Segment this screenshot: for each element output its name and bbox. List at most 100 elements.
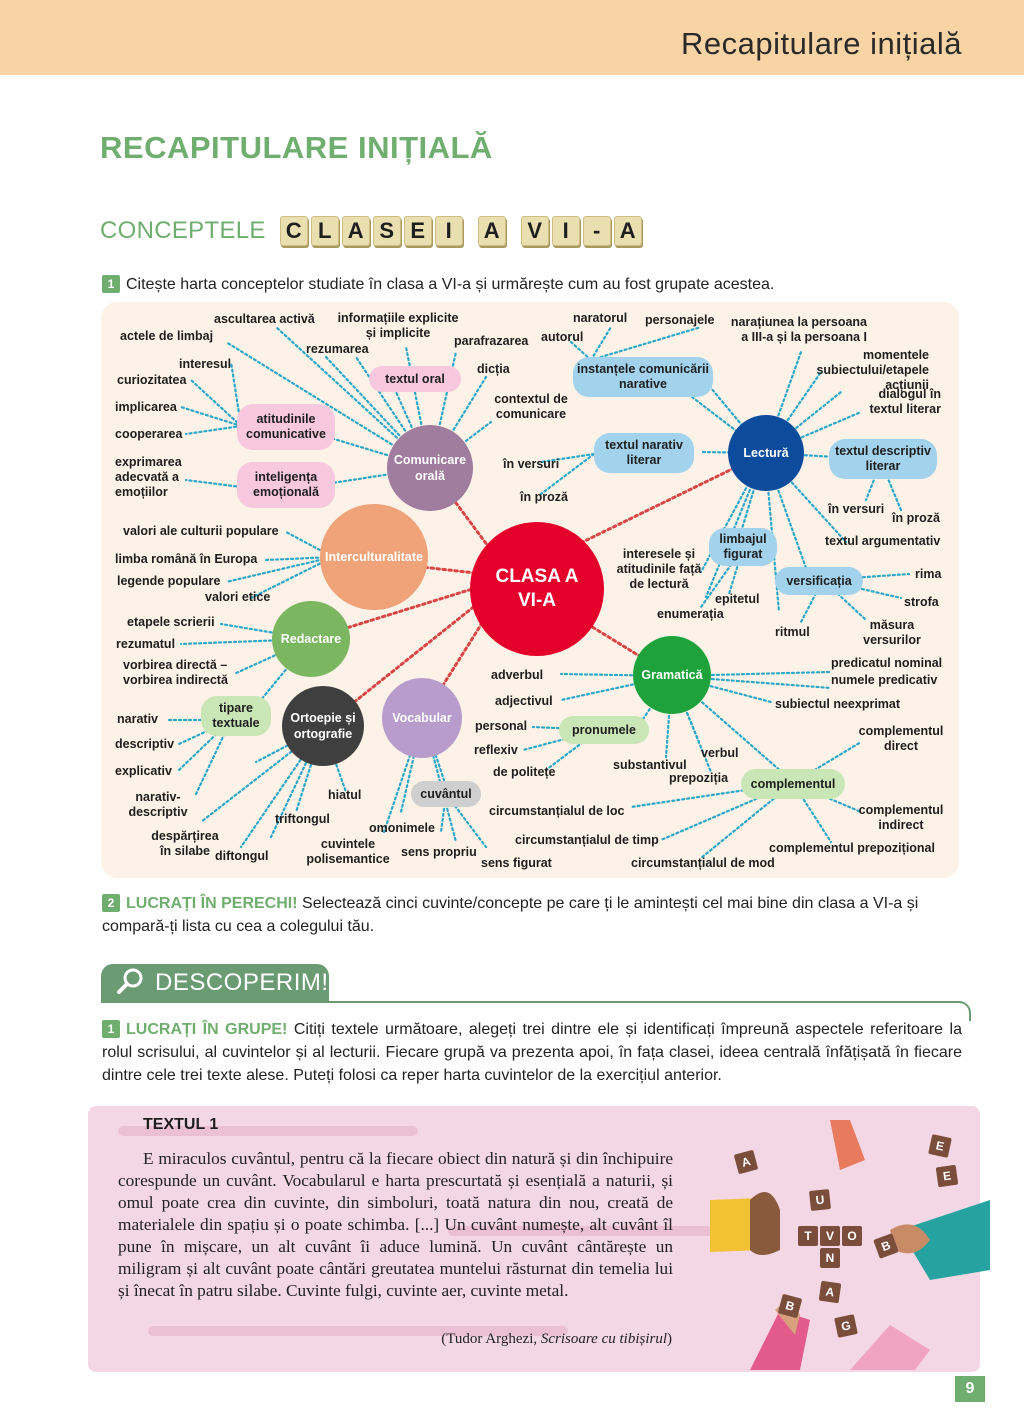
map-label: adverbul (491, 668, 544, 682)
hub-comunicare-orala: Comunicare orală (387, 425, 473, 511)
map-label: textul argumentativ (825, 534, 941, 548)
center-node: CLASA A VI-A (470, 522, 604, 656)
map-label: subiectul neexprimat (775, 697, 901, 711)
descoperim-label: DESCOPERIM! (155, 969, 329, 996)
map-label: enumerația (657, 607, 724, 621)
map-label: în versuri (828, 502, 885, 516)
map-label: valori ale culturii populare (123, 524, 279, 538)
pill-complementul: complementul (741, 769, 845, 799)
map-label: implicarea (115, 400, 177, 414)
hands-letters-illustration: A E E U T V O B N A G B (700, 1120, 990, 1370)
text1-body: E miraculos cuvântul, pentru că la fieca… (118, 1149, 673, 1300)
pill-pronumele: pronumele (559, 716, 649, 744)
letter-tile: S (372, 216, 401, 246)
map-label: circumstanțialul de timp (515, 833, 659, 847)
map-label: sens propriu (401, 845, 477, 859)
map-label: personajele (645, 313, 715, 327)
letter-tile: - (582, 216, 611, 246)
subheading-word: CONCEPTELE (100, 217, 266, 244)
map-label: limba română în Europa (115, 552, 258, 566)
map-label: dicția (477, 362, 510, 376)
hub-lectura: Lectură (728, 415, 804, 491)
map-label: interesele și atitudinile față de lectur… (616, 547, 702, 591)
hub-vocabular: Vocabular (382, 678, 462, 758)
map-label: descriptiv (115, 737, 175, 751)
letter-tile: A (818, 1280, 842, 1304)
pill-textul-narativ: textul narativ literar (594, 433, 694, 473)
letter-tiles: C L A S E I A V I - A (279, 216, 645, 246)
letter-tile: V (520, 216, 549, 246)
letter-tile: T (798, 1226, 818, 1246)
letter-tile: C (279, 216, 308, 246)
map-label: epitetul (715, 592, 760, 606)
hub-ortoepie: Ortoepie și ortografie (282, 686, 364, 766)
map-label: măsura versurilor (863, 618, 921, 647)
letter-tile: N (820, 1248, 840, 1268)
map-label: în proză (892, 511, 940, 525)
hub-redactare: Redactare (272, 601, 350, 677)
descoperim-rule (101, 1001, 971, 1021)
map-label: etapele scrierii (127, 615, 215, 629)
pill-textul-oral: textul oral (369, 366, 461, 392)
map-label: informațiile explicite și implicite (337, 311, 459, 340)
map-label: cuvintele polisemantice (306, 837, 390, 866)
concepts-subheading: CONCEPTELE C L A S E I A V I - A (100, 214, 645, 248)
map-label: curiozitatea (117, 373, 187, 387)
map-label: interesul (179, 357, 232, 371)
map-label: narativ-descriptiv (128, 790, 188, 819)
letter-tile: I (434, 216, 463, 246)
letter-tile: G (834, 1314, 858, 1338)
map-label: substantivul (613, 758, 687, 772)
magnifier-icon (115, 966, 145, 1001)
pill-instantele: instanțele comunicării narative (573, 357, 713, 397)
map-label: naratorul (573, 311, 628, 325)
hands-icon (710, 1120, 990, 1370)
map-label: numele predicativ (831, 673, 938, 687)
map-label: sens figurat (481, 856, 552, 870)
pill-tipare: tipare textuale (201, 696, 271, 736)
map-label: omonimele (369, 821, 435, 835)
map-label: complementul prepozițional (769, 841, 935, 855)
map-label: cooperarea (115, 427, 183, 441)
pill-versificatia: versificația (775, 567, 863, 595)
map-label: în versuri (503, 457, 560, 471)
map-label: vorbirea directă – vorbirea indirectă (123, 658, 228, 687)
pill-textul-descriptiv: textul descriptiv literar (829, 439, 937, 479)
map-label: reflexiv (474, 743, 518, 757)
map-label: diftongul (215, 849, 269, 863)
page-title: RECAPITULARE INIȚIALĂ (100, 130, 493, 165)
pill-atitudinile: atitudinile comunicative (237, 404, 335, 450)
map-label: complementul direct (858, 724, 944, 753)
letter-tile: L (310, 216, 339, 246)
letter-tile: A (477, 216, 506, 246)
map-label: de politețe (493, 765, 556, 779)
map-label: despărțirea în silabe (151, 829, 219, 858)
map-label: adjectivul (495, 694, 553, 708)
exercise-text: Citește harta conceptelor studiate în cl… (126, 276, 775, 293)
pill-inteligenta: inteligența emoțională (237, 462, 335, 508)
letter-tile: V (820, 1226, 840, 1246)
exercise-text: Citiți textele următoare, alegeți trei d… (102, 1021, 962, 1084)
letter-tile: O (842, 1226, 862, 1246)
map-label: strofa (904, 595, 939, 609)
text1-source: (Tudor Arghezi, Scrisoare cu tibișirul) (441, 1331, 672, 1347)
map-label: hiatul (328, 788, 362, 802)
letter-tile: E (403, 216, 432, 246)
text1-title: TEXTUL 1 (143, 1116, 219, 1133)
map-label: verbul (701, 746, 739, 760)
exercise-number: 2 (102, 894, 120, 912)
letter-tile: E (928, 1134, 952, 1158)
letter-tile: E (935, 1164, 959, 1188)
map-label: în proză (520, 490, 568, 504)
page-number: 9 (955, 1376, 985, 1402)
letter-tile: U (809, 1189, 831, 1211)
map-label: dialogul în textul literar (869, 387, 941, 416)
map-label: momentele subiectului/etapele acțiunii (816, 348, 929, 392)
hub-gramatica: Gramatică (633, 636, 711, 714)
map-label: actele de limbaj (120, 329, 214, 343)
letter-tile: A (341, 216, 370, 246)
exercise-number: 1 (102, 1020, 120, 1038)
map-label: contextul de comunicare (494, 392, 568, 421)
map-label: circumstanțialul de mod (631, 856, 775, 870)
